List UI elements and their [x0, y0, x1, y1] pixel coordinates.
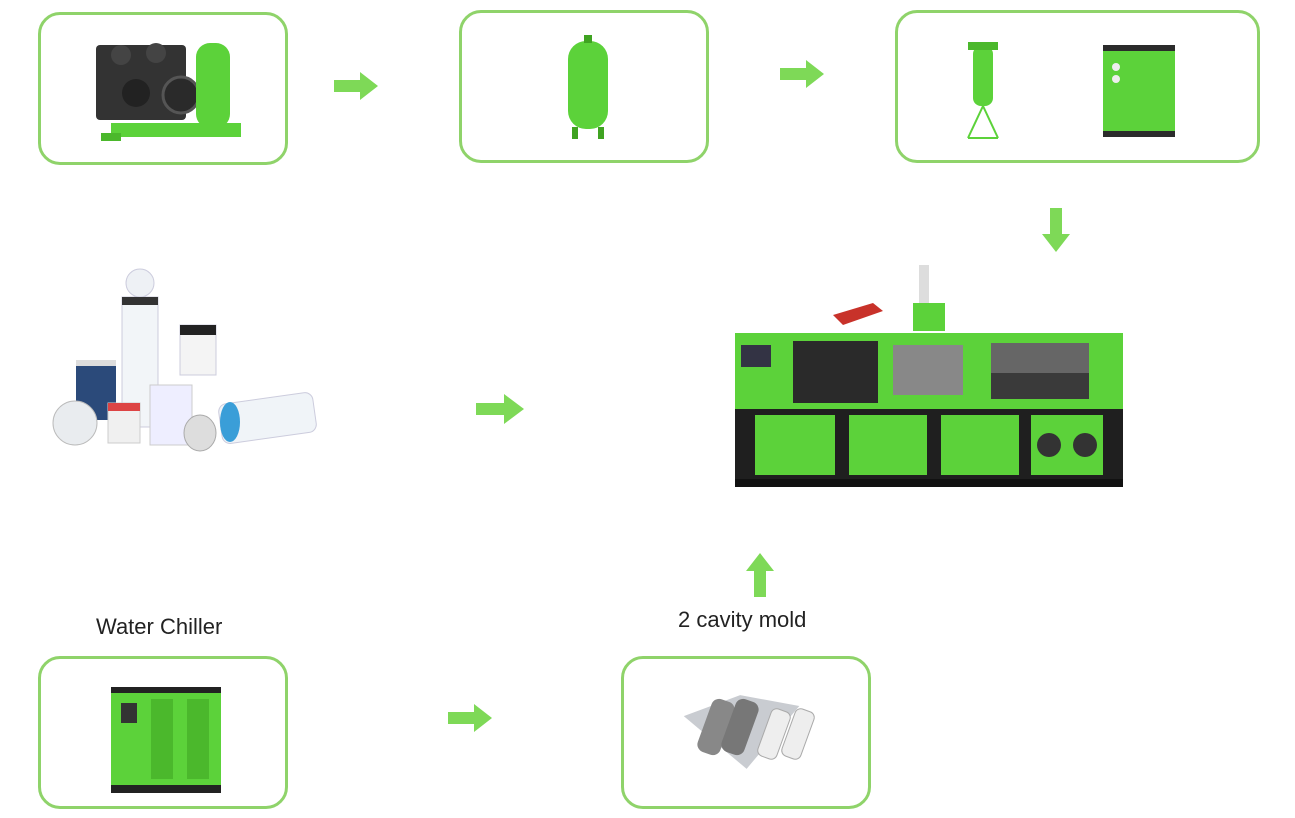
mold-icon	[683, 695, 815, 769]
arrow-right-3	[476, 394, 524, 424]
arrow-right-4	[448, 704, 492, 732]
arrow-right-1	[334, 72, 378, 100]
blow-molding-machine-icon	[735, 265, 1123, 487]
air-filter-icon	[967, 42, 999, 139]
air-tank-frame	[459, 10, 709, 163]
arrow-right-2	[780, 60, 824, 88]
arrow-down	[1042, 208, 1070, 252]
water-chiller-frame	[38, 656, 288, 809]
air-dryer-icon	[1103, 45, 1175, 137]
arrow-up	[746, 553, 774, 597]
water-chiller-label: Water Chiller	[96, 614, 223, 639]
mold-label: 2 cavity mold	[678, 607, 807, 632]
plastic-containers-icon	[52, 268, 317, 452]
air-compressor-frame	[38, 12, 288, 165]
water-chiller-icon	[111, 687, 221, 793]
air-tank-icon	[568, 35, 608, 139]
mold-frame	[621, 656, 871, 809]
air-compressor-icon	[96, 43, 241, 141]
filter-dryer-frame	[895, 10, 1260, 163]
